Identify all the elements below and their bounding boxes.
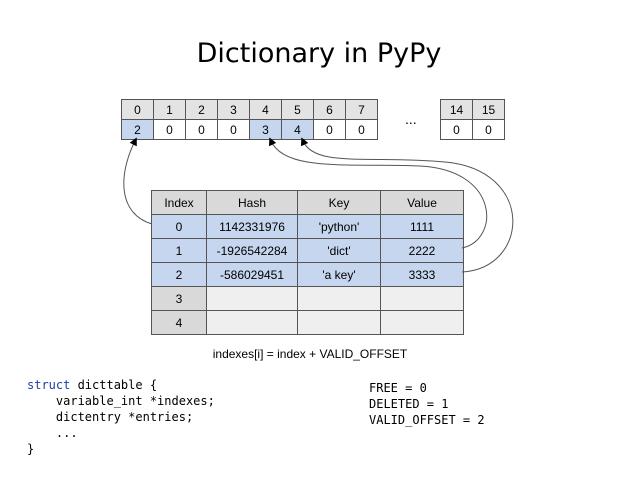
arrow-entry1-to-index4 <box>269 137 488 249</box>
offset-formula: indexes[i] = index + VALID_OFFSET <box>212 347 408 361</box>
table-row: 3 <box>151 286 464 311</box>
slide-title: Dictionary in PyPy <box>196 38 442 69</box>
code-line-1: dicttable { <box>70 378 158 392</box>
entry-key <box>297 286 381 311</box>
code-line-2: variable_int *indexes; <box>27 394 215 408</box>
index-position: 6 <box>313 99 346 120</box>
constant-free: FREE = 0 <box>369 381 427 395</box>
indexes-position-row: 14 15 <box>440 99 505 120</box>
indexes-array: 0 1 2 3 4 5 6 7 2 0 0 0 3 4 0 0 <box>121 99 378 140</box>
index-position: 7 <box>345 99 378 120</box>
entry-value: 1111 <box>380 214 464 239</box>
entries-table: Index Hash Key Value 0 1142331976 'pytho… <box>151 190 464 335</box>
entry-hash: -586029451 <box>206 262 298 287</box>
header-index: Index <box>151 190 207 215</box>
entry-hash: -1926542284 <box>206 238 298 263</box>
index-value: 3 <box>249 119 282 140</box>
struct-code: struct dicttable { variable_int *indexes… <box>27 377 215 457</box>
entry-index: 0 <box>151 214 207 239</box>
entry-key: 'a key' <box>297 262 381 287</box>
header-hash: Hash <box>206 190 298 215</box>
entry-key: 'dict' <box>297 238 381 263</box>
constants-code: FREE = 0 DELETED = 1 VALID_OFFSET = 2 <box>369 380 485 428</box>
index-position: 4 <box>249 99 282 120</box>
entry-key: 'python' <box>297 214 381 239</box>
entry-key <box>297 310 381 335</box>
indexes-array-tail: 14 15 0 0 <box>440 99 505 140</box>
entry-hash <box>206 286 298 311</box>
indexes-value-row: 0 0 <box>440 119 505 140</box>
entry-value <box>380 310 464 335</box>
index-value: 0 <box>313 119 346 140</box>
index-position: 2 <box>185 99 218 120</box>
indexes-position-row: 0 1 2 3 4 5 6 7 <box>121 99 378 120</box>
table-row: 4 <box>151 310 464 335</box>
entry-index: 4 <box>151 310 207 335</box>
index-position: 15 <box>472 99 505 120</box>
entries-header-row: Index Hash Key Value <box>151 190 464 215</box>
header-value: Value <box>380 190 464 215</box>
ellipsis: ... <box>405 111 417 127</box>
constant-valid-offset: VALID_OFFSET = 2 <box>369 413 485 427</box>
table-row: 1 -1926542284 'dict' 2222 <box>151 238 464 263</box>
table-row: 2 -586029451 'a key' 3333 <box>151 262 464 287</box>
header-key: Key <box>297 190 381 215</box>
index-value: 0 <box>345 119 378 140</box>
constant-deleted: DELETED = 1 <box>369 397 449 411</box>
index-value: 0 <box>153 119 186 140</box>
index-position: 14 <box>440 99 473 120</box>
table-row: 0 1142331976 'python' 1111 <box>151 214 464 239</box>
indexes-value-row: 2 0 0 0 3 4 0 0 <box>121 119 378 140</box>
code-line-3: dictentry *entries; <box>27 410 194 424</box>
entry-hash: 1142331976 <box>206 214 298 239</box>
code-line-4: ... <box>27 426 78 440</box>
index-value: 0 <box>185 119 218 140</box>
entry-hash <box>206 310 298 335</box>
entry-value: 2222 <box>380 238 464 263</box>
code-line-5: } <box>27 442 35 456</box>
index-value: 2 <box>121 119 154 140</box>
code-keyword: struct <box>27 378 71 392</box>
entry-index: 1 <box>151 238 207 263</box>
arrow-entry2-to-index5 <box>300 137 514 273</box>
arrow-entry0-to-index0 <box>123 137 153 225</box>
index-value: 0 <box>472 119 505 140</box>
